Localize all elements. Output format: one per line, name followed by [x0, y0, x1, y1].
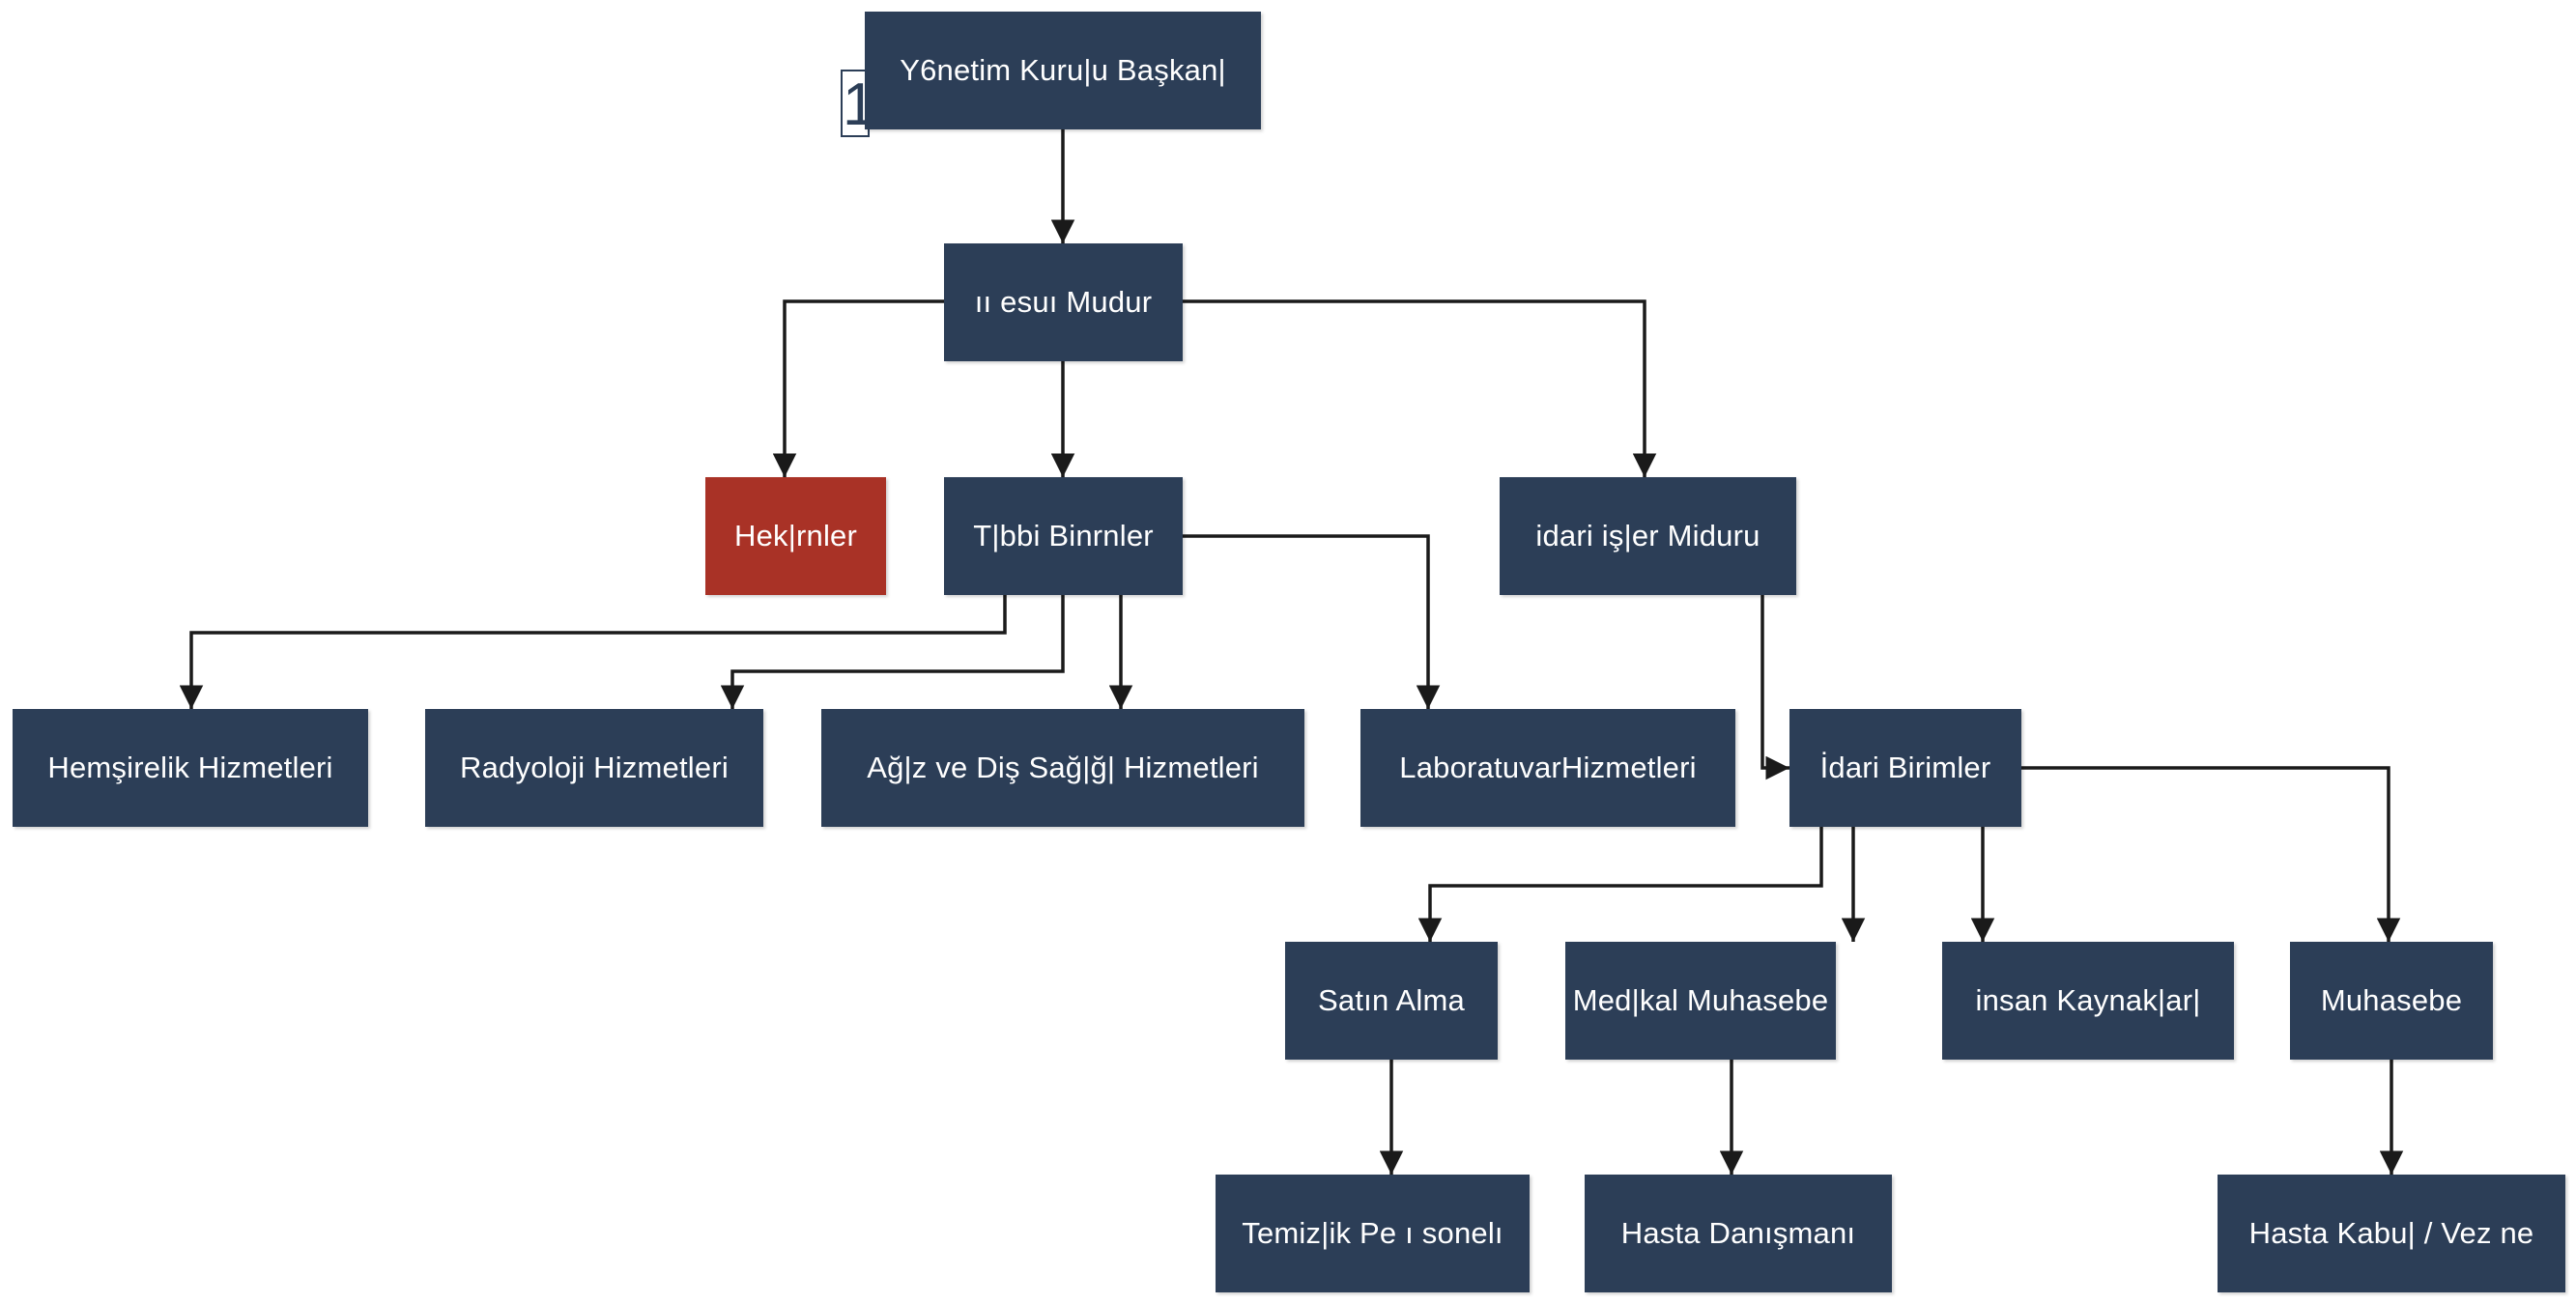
node-label: LaboratuvarHizmetleri: [1399, 751, 1697, 784]
connector-idari-birimler-to-muhasebe: [2021, 766, 2401, 942]
node-hekimler: Hek|rnler: [705, 477, 886, 595]
node-label: İdari Birimler: [1819, 751, 1991, 784]
node-yonetim: Y6netim Kuru|u Başkan|: [865, 12, 1261, 129]
node-satin-alma: Satın Alma: [1285, 942, 1498, 1060]
node-label: Hemşirelik Hizmetleri: [47, 751, 333, 784]
connector-genel-mudur-to-idari-isler: [1183, 299, 1657, 477]
connector-idari-birimler-to-satin-alma: [1417, 827, 1823, 942]
connector-genel-mudur-to-hekimler: [772, 299, 944, 477]
node-label: Med|kal Muhasebe: [1572, 983, 1829, 1017]
node-label: Temiz|ik Pe ı sonelı: [1242, 1216, 1503, 1250]
node-label: ıı esuı Mudur: [974, 285, 1153, 319]
node-label: Muhasebe: [2320, 983, 2463, 1017]
connector-tibbi-birimler-to-radyoloji: [720, 595, 1065, 709]
node-insan-kaynaklari: insan Kaynak|ar|: [1942, 942, 2234, 1060]
node-genel-mudur: ıı esuı Mudur: [944, 243, 1183, 361]
node-laboratuvar: LaboratuvarHizmetleri: [1360, 709, 1735, 827]
node-label: Hasta Danışmanı: [1620, 1216, 1856, 1250]
node-idari-isler: idari iş|er Miduru: [1500, 477, 1796, 595]
node-temizlik: Temiz|ik Pe ı sonelı: [1216, 1175, 1530, 1292]
node-label: Ağ|z ve Diş Sağ|ğ| Hizmetleri: [867, 751, 1259, 784]
node-label: Radyoloji Hizmetleri: [460, 751, 729, 784]
connector-idari-isler-to-idari-birimler: [1760, 595, 1789, 780]
node-hasta-danismani: Hasta Danışmanı: [1585, 1175, 1892, 1292]
node-label: Satın Alma: [1318, 983, 1465, 1017]
node-label: idari iş|er Miduru: [1535, 519, 1760, 553]
node-label: insan Kaynak|ar|: [1975, 983, 2201, 1017]
node-idari-birimler: İdari Birimler: [1789, 709, 2021, 827]
connector-tibbi-birimler-to-hemsirelik: [179, 595, 1007, 709]
node-hasta-kabul: Hasta Kabu| / Vez ne: [2218, 1175, 2565, 1292]
connector-tibbi-birimler-to-laboratuvar: [1183, 534, 1441, 709]
node-label: T|bbi Binrnler: [973, 519, 1154, 553]
node-agiz-dis: Ağ|z ve Diş Sağ|ğ| Hizmetleri: [821, 709, 1304, 827]
node-tibbi-birimler: T|bbi Binrnler: [944, 477, 1183, 595]
node-label: Y6netim Kuru|u Başkan|: [900, 53, 1226, 87]
node-hemsirelik: Hemşirelik Hizmetleri: [13, 709, 368, 827]
node-medikal-muhasebe: Med|kal Muhasebe: [1565, 942, 1836, 1060]
node-muhasebe: Muhasebe: [2290, 942, 2493, 1060]
node-radyoloji: Radyoloji Hizmetleri: [425, 709, 763, 827]
node-label: Hasta Kabu| / Vez ne: [2248, 1216, 2534, 1250]
node-label: Hek|rnler: [734, 519, 857, 553]
